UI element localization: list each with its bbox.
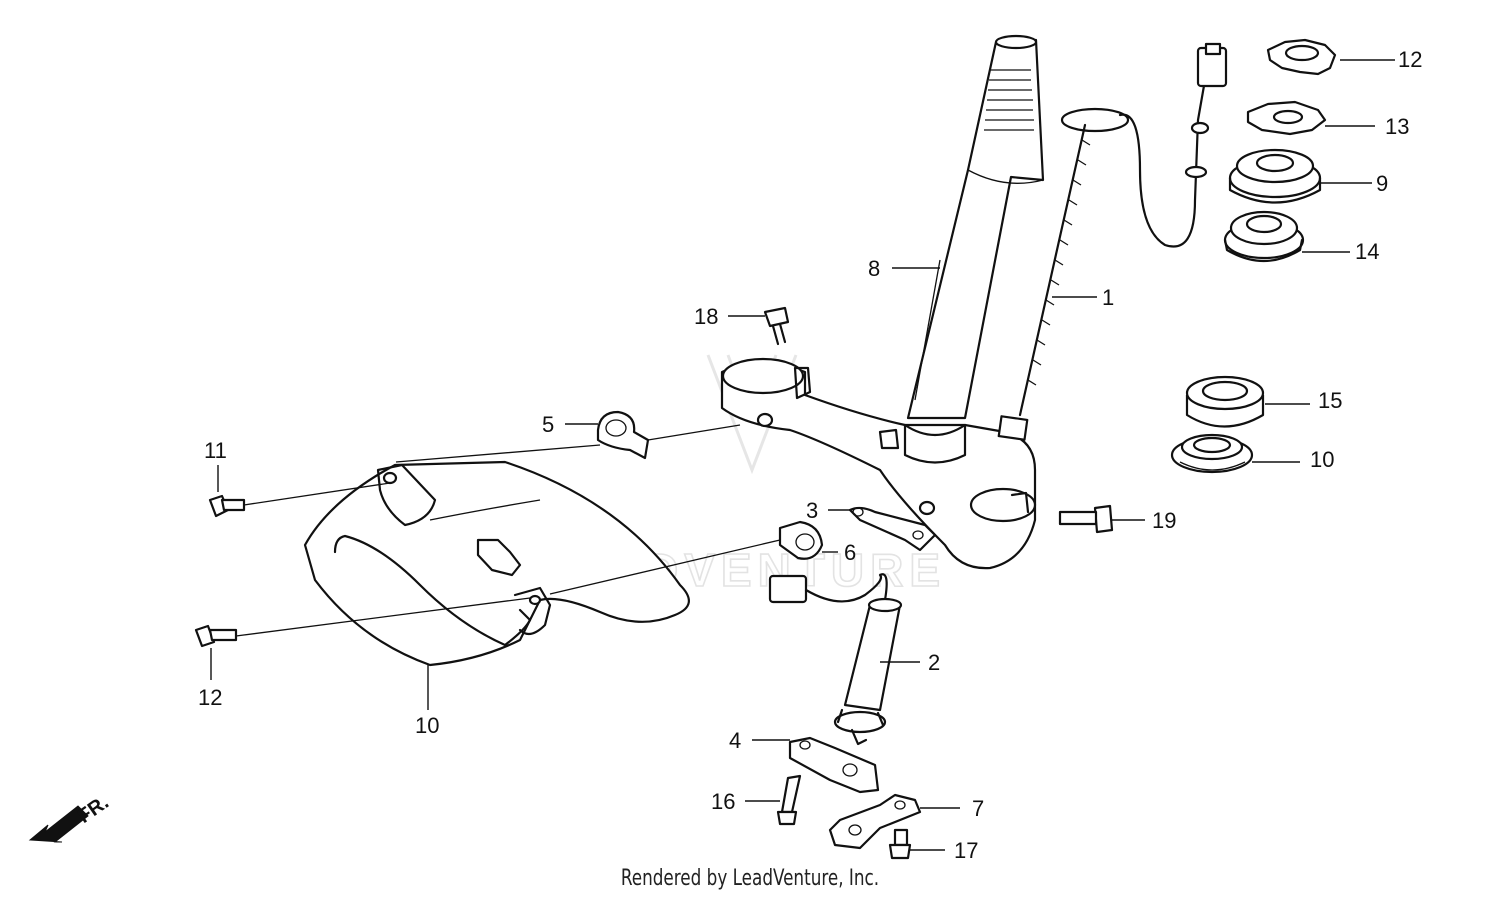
callout-6: 6 — [844, 540, 856, 565]
bearing-16 — [1185, 375, 1265, 428]
callout-12-upper: 11 — [204, 438, 227, 463]
callout-7: 7 — [972, 796, 984, 821]
screw-18 — [888, 828, 912, 860]
callout-18: 17 — [954, 838, 978, 863]
lock-washer-14 — [1246, 100, 1327, 136]
callout-13: 12 — [1398, 47, 1422, 72]
callout-5: 5 — [542, 412, 554, 437]
callout-11: 10 — [415, 713, 439, 738]
callout-14: 13 — [1385, 114, 1409, 139]
callout-16: 15 — [1318, 388, 1342, 413]
sensor-stay-4 — [788, 736, 880, 794]
speed-sensor — [768, 573, 903, 746]
callout-9: 10 — [1310, 447, 1334, 472]
callout-12-lower: 12 — [198, 685, 222, 710]
callout-10: 9 — [1376, 171, 1388, 196]
pointer-lines — [235, 424, 781, 637]
cable-clamp-5 — [596, 410, 650, 460]
callout-3: 3 — [806, 498, 818, 523]
bolt-19-upper — [763, 306, 790, 346]
bracket-7 — [828, 793, 922, 850]
callout-19-right: 19 — [1152, 508, 1176, 533]
callout-19-upper: 18 — [694, 304, 718, 329]
bolt-12-lower — [194, 624, 238, 648]
leader-lines — [210, 59, 1395, 851]
callout-15: 14 — [1355, 239, 1379, 264]
bearing-race-15 — [1223, 210, 1305, 263]
cable-clamp-6 — [778, 520, 824, 560]
callout-8: 8 — [868, 256, 880, 281]
front-direction-arrow: FR. — [28, 791, 113, 843]
credit-line: Rendered by LeadVenture, Inc. — [620, 866, 880, 891]
wire-harness — [997, 42, 1228, 441]
callout-2: 2 — [928, 650, 940, 675]
lock-nut-10 — [1228, 148, 1322, 204]
fork-bridge — [720, 357, 1037, 570]
screw-17 — [776, 774, 802, 826]
wire-clamp-3 — [848, 506, 937, 552]
visor — [303, 460, 690, 667]
callout-4: 4 — [729, 728, 741, 753]
steering-stem — [906, 34, 1045, 420]
callout-1: 1 — [1102, 285, 1114, 310]
lock-nut-13 — [1266, 38, 1337, 76]
dust-seal-9 — [1170, 433, 1254, 474]
callout-labels: 12 13 9 14 1 8 18 15 10 19 5 3 6 2 4 16 … — [198, 47, 1422, 863]
bolt-19-right — [1058, 504, 1114, 534]
callout-17: 16 — [711, 789, 735, 814]
bolt-12-upper — [208, 494, 246, 518]
